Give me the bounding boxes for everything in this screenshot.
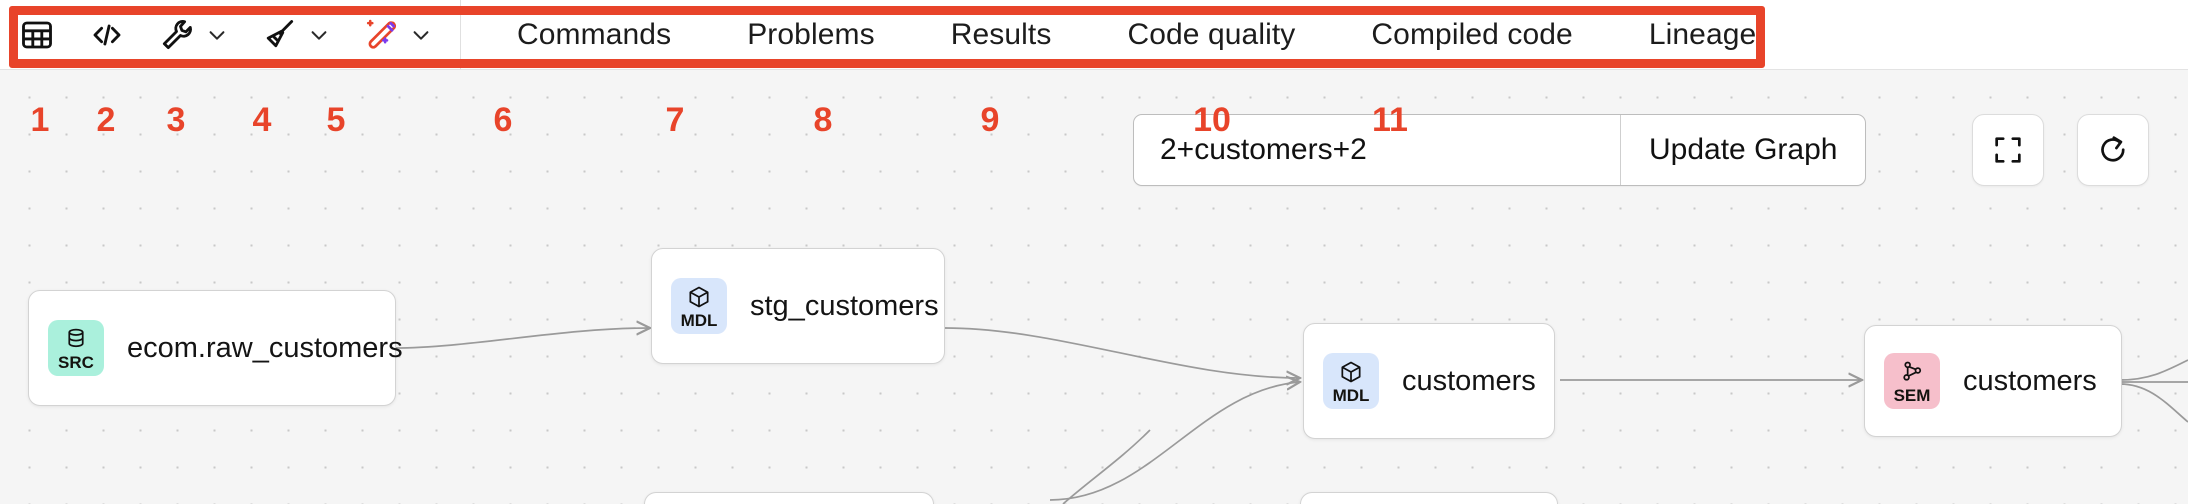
node-label: customers: [1402, 364, 1536, 397]
chevron-down-icon[interactable]: [302, 0, 336, 70]
callout-9: 9: [980, 101, 1000, 139]
magic-wand-icon[interactable]: [358, 0, 404, 70]
broom-icon[interactable]: [256, 0, 302, 70]
chevron-down-icon[interactable]: [404, 0, 438, 70]
badge-mdl: MDL: [671, 278, 727, 334]
table-icon[interactable]: [14, 0, 60, 70]
lineage-node-partial-right[interactable]: [1300, 492, 1558, 504]
tab-lineage[interactable]: Lineage: [1648, 18, 1757, 51]
lineage-canvas[interactable]: Update Graph S: [0, 70, 2188, 504]
tab-compiled-code[interactable]: Compiled code: [1371, 18, 1573, 51]
chevron-down-icon[interactable]: [200, 0, 234, 70]
badge-label: SEM: [1893, 385, 1931, 405]
code-icon[interactable]: [84, 0, 130, 70]
callout-10: 10: [1193, 101, 1231, 139]
update-graph-button[interactable]: Update Graph: [1620, 115, 1865, 185]
badge-mdl: MDL: [1323, 353, 1379, 409]
format-menu-group[interactable]: [256, 0, 336, 70]
panel-tabs: Commands Problems Results Code quality C…: [479, 0, 1794, 70]
tab-code-quality[interactable]: Code quality: [1127, 18, 1296, 51]
callout-11: 11: [1372, 101, 1408, 139]
toolbar-inner: Commands Problems Results Code quality C…: [14, 0, 1794, 70]
badge-src: SRC: [48, 320, 104, 376]
badge-label: MDL: [680, 310, 718, 330]
tab-results[interactable]: Results: [950, 18, 1052, 51]
badge-label: SRC: [58, 352, 94, 372]
callout-8: 8: [813, 101, 833, 139]
fix-menu-group[interactable]: [154, 0, 234, 70]
ai-menu-group[interactable]: [358, 0, 438, 70]
lineage-node-stg-customers[interactable]: MDL stg_customers: [651, 248, 945, 364]
badge-label: MDL: [1332, 385, 1370, 405]
lineage-node-customers-sem[interactable]: SEM customers: [1864, 325, 2122, 437]
node-label: customers: [1963, 364, 2097, 397]
callout-2: 2: [96, 101, 116, 139]
lineage-node-customers-mdl[interactable]: MDL customers: [1303, 323, 1555, 439]
callout-4: 4: [252, 101, 272, 139]
callout-5: 5: [326, 101, 346, 139]
tab-problems[interactable]: Problems: [747, 18, 875, 51]
editor-toolbar: Commands Problems Results Code quality C…: [0, 0, 2188, 70]
fullscreen-icon[interactable]: [1972, 114, 2044, 186]
callout-3: 3: [166, 101, 186, 139]
graph-controls: Update Graph: [1133, 114, 1867, 186]
refresh-icon[interactable]: [2077, 114, 2149, 186]
callout-7: 7: [665, 101, 685, 139]
tab-commands[interactable]: Commands: [517, 18, 672, 51]
lineage-node-src[interactable]: SRC ecom.raw_customers: [28, 290, 403, 406]
badge-sem: SEM: [1884, 353, 1940, 409]
lineage-node-partial-left[interactable]: [644, 492, 934, 504]
graph-expression-input[interactable]: [1134, 115, 1620, 185]
callout-1: 1: [30, 101, 50, 139]
callout-6: 6: [493, 101, 513, 139]
node-label: stg_customers: [750, 289, 939, 322]
node-label: ecom.raw_customers: [127, 331, 403, 364]
wrench-icon[interactable]: [154, 0, 200, 70]
toolbar-divider: [460, 0, 461, 70]
